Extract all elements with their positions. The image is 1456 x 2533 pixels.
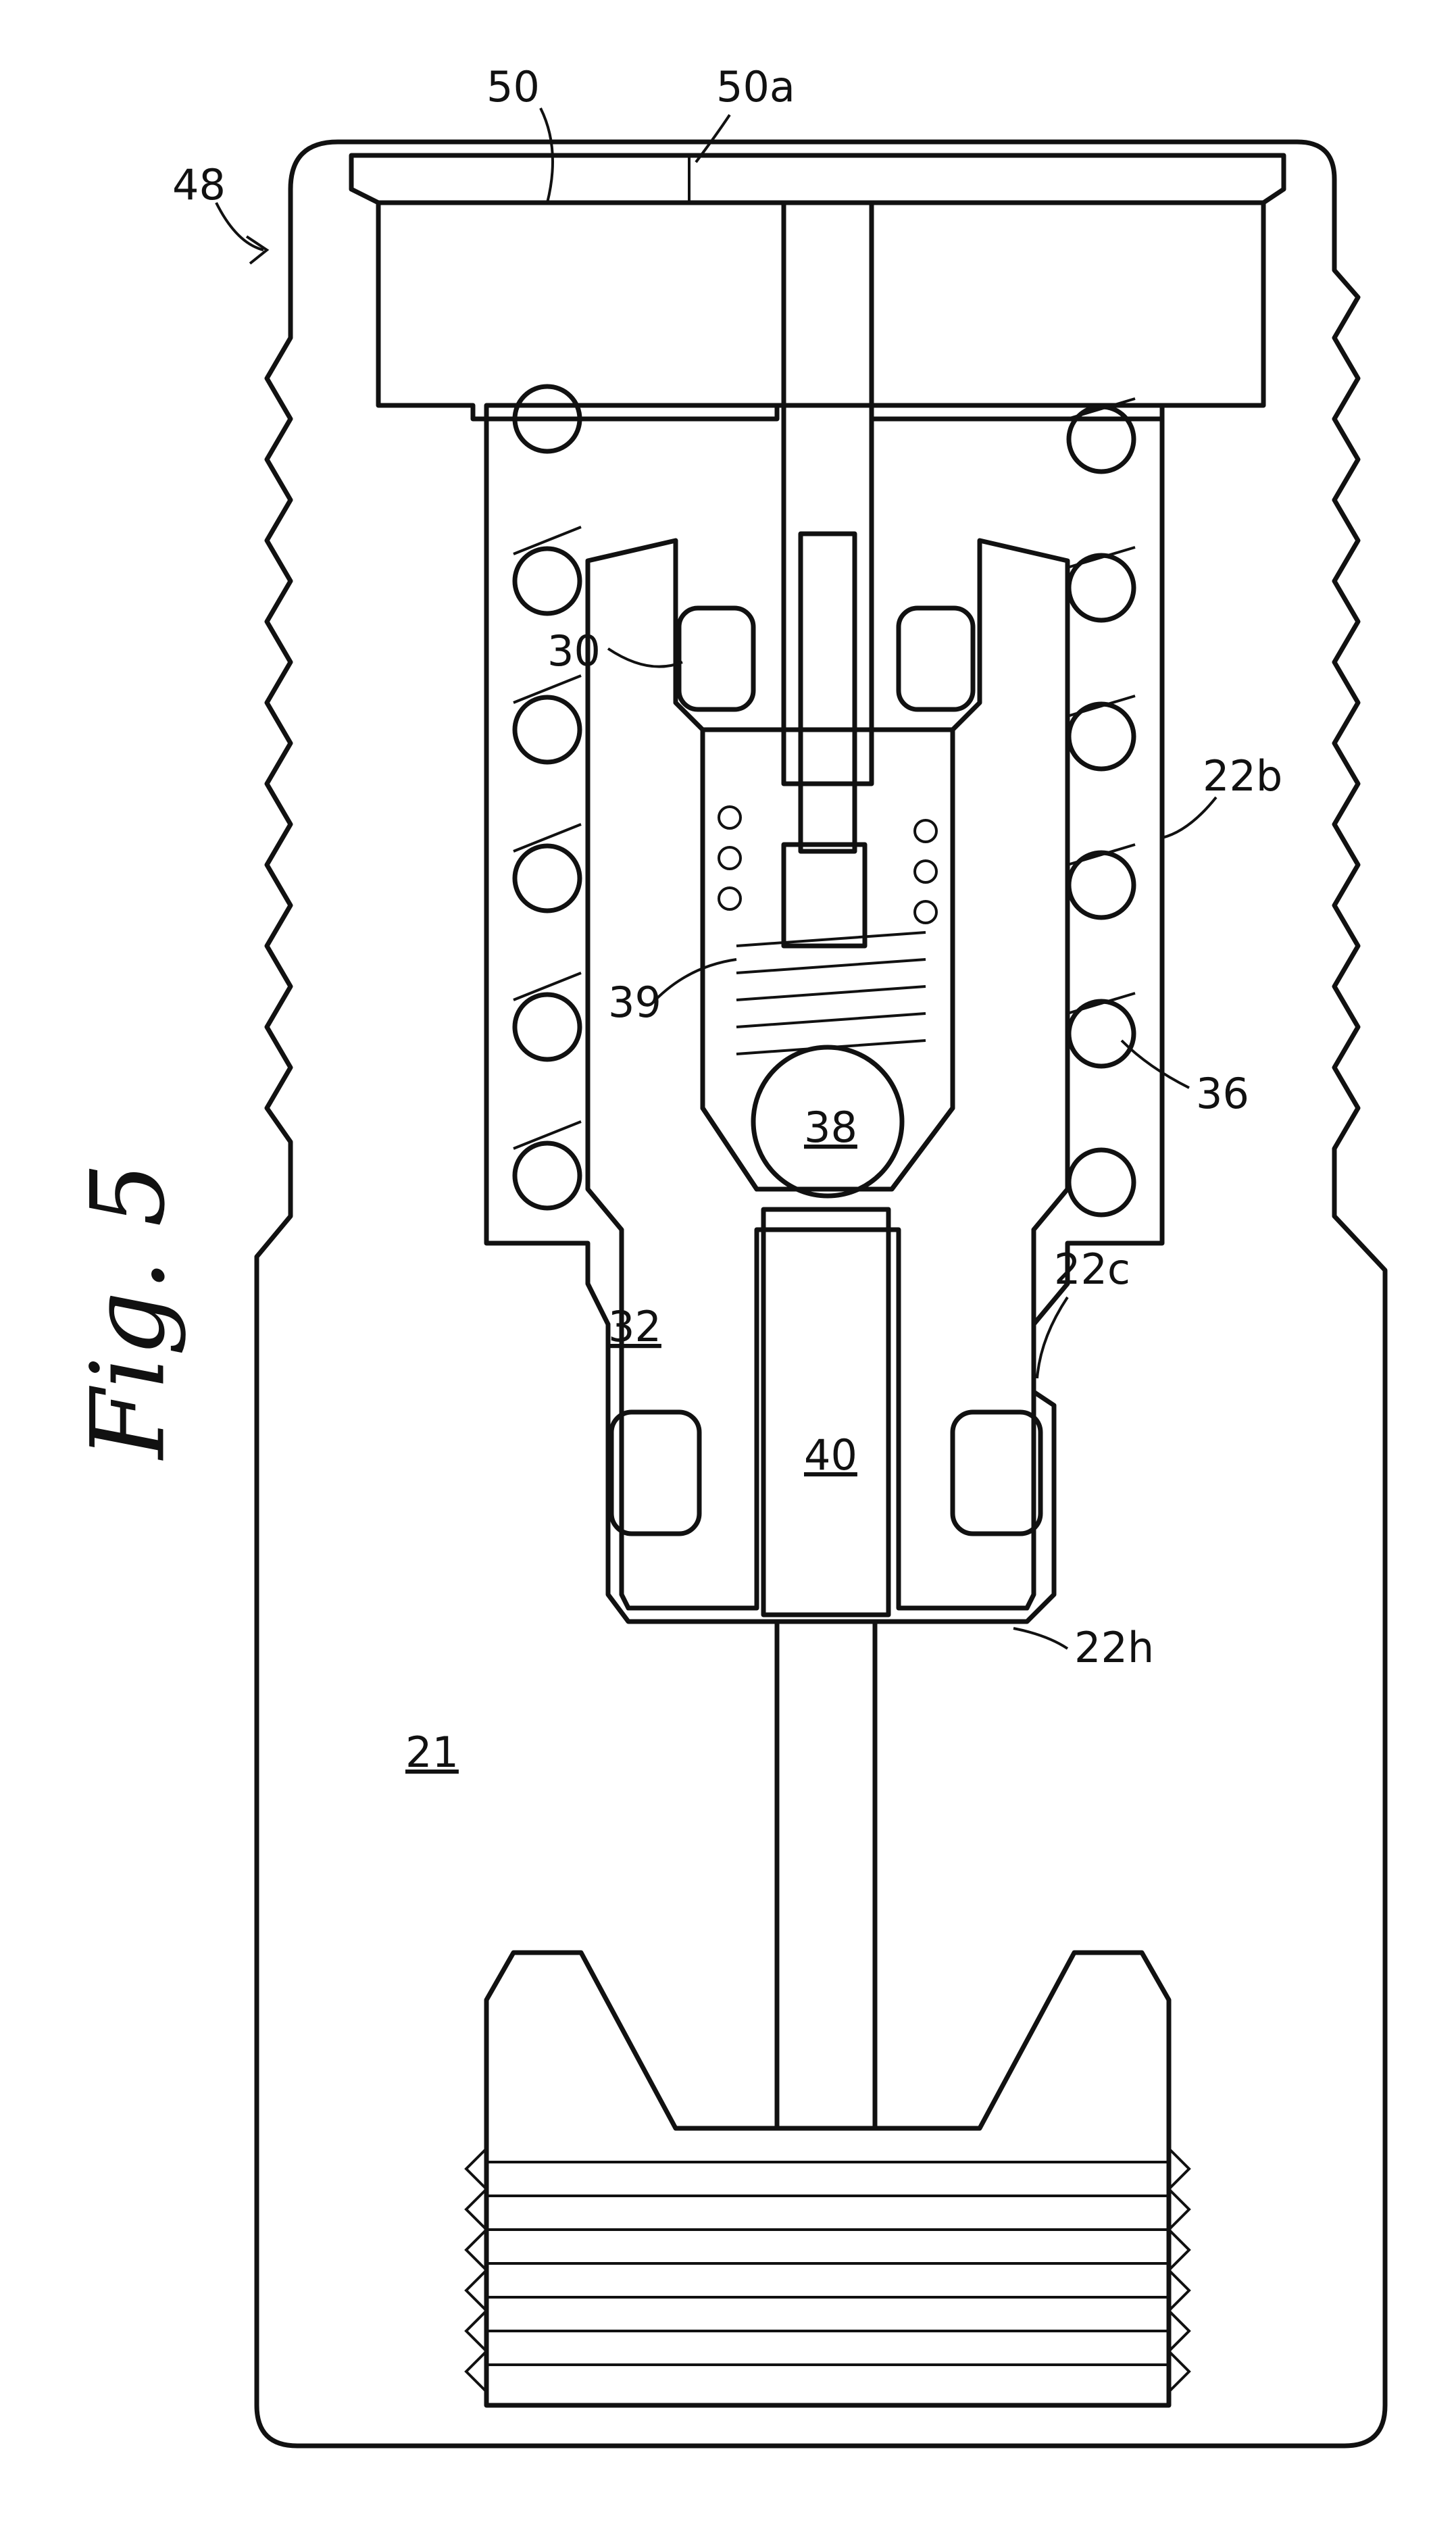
spring-guide [784,845,865,946]
leader-22c [1037,1297,1068,1378]
body-housing [257,142,1385,2446]
spring-end [719,888,740,909]
spring-end [719,807,740,828]
pin [763,1209,888,1615]
threaded-cavity [486,1953,1169,2405]
small-spring-coils [736,932,926,1054]
leader-48-arrow [247,236,267,264]
lower-passage [777,1622,875,2128]
internal-threads [466,2149,1189,2392]
label-assembly: 48 [172,160,226,209]
label-cap-face: 50a [716,62,795,111]
label-bore-upper: 22b [1203,751,1282,801]
label-bore-lower: 22h [1074,1623,1154,1672]
spring-end [719,847,740,869]
cap [351,155,1284,419]
coil [515,846,580,911]
label-pin: 40 [804,1430,857,1480]
coil [515,995,580,1059]
cap-face [351,155,1284,203]
label-body: 21 [405,1728,459,1777]
label-bore-mid: 22c [1054,1245,1130,1294]
o-ring-lower-right [953,1412,1040,1534]
leader-22b [1162,797,1216,838]
coil [1069,1150,1134,1215]
label-spring-main: 36 [1196,1069,1249,1118]
coil [515,1143,580,1208]
o-rings [611,608,1040,1534]
o-ring-upper-left [679,608,753,709]
body-outline [257,142,1385,2446]
label-spring-small: 39 [608,978,661,1027]
leader-22h [1013,1628,1068,1649]
o-ring-upper-right [899,608,973,709]
spring-end [915,861,936,882]
leader-39 [655,959,736,1000]
main-spring [513,386,1135,1215]
upper-passage [784,203,872,784]
coil [515,549,580,613]
o-ring-lower-left [611,1412,699,1534]
label-cap: 50 [486,62,540,111]
label-seal-upper: 30 [547,626,601,676]
small-spring [719,807,936,1054]
leader-30 [608,649,682,667]
coil [515,697,580,762]
stem-neck [801,534,855,851]
coil-links [513,399,1135,1149]
spring-end [915,901,936,923]
cap-body [378,203,1263,419]
spring-end [915,820,936,842]
label-poppet: 32 [608,1302,661,1351]
label-ball: 38 [804,1103,857,1152]
